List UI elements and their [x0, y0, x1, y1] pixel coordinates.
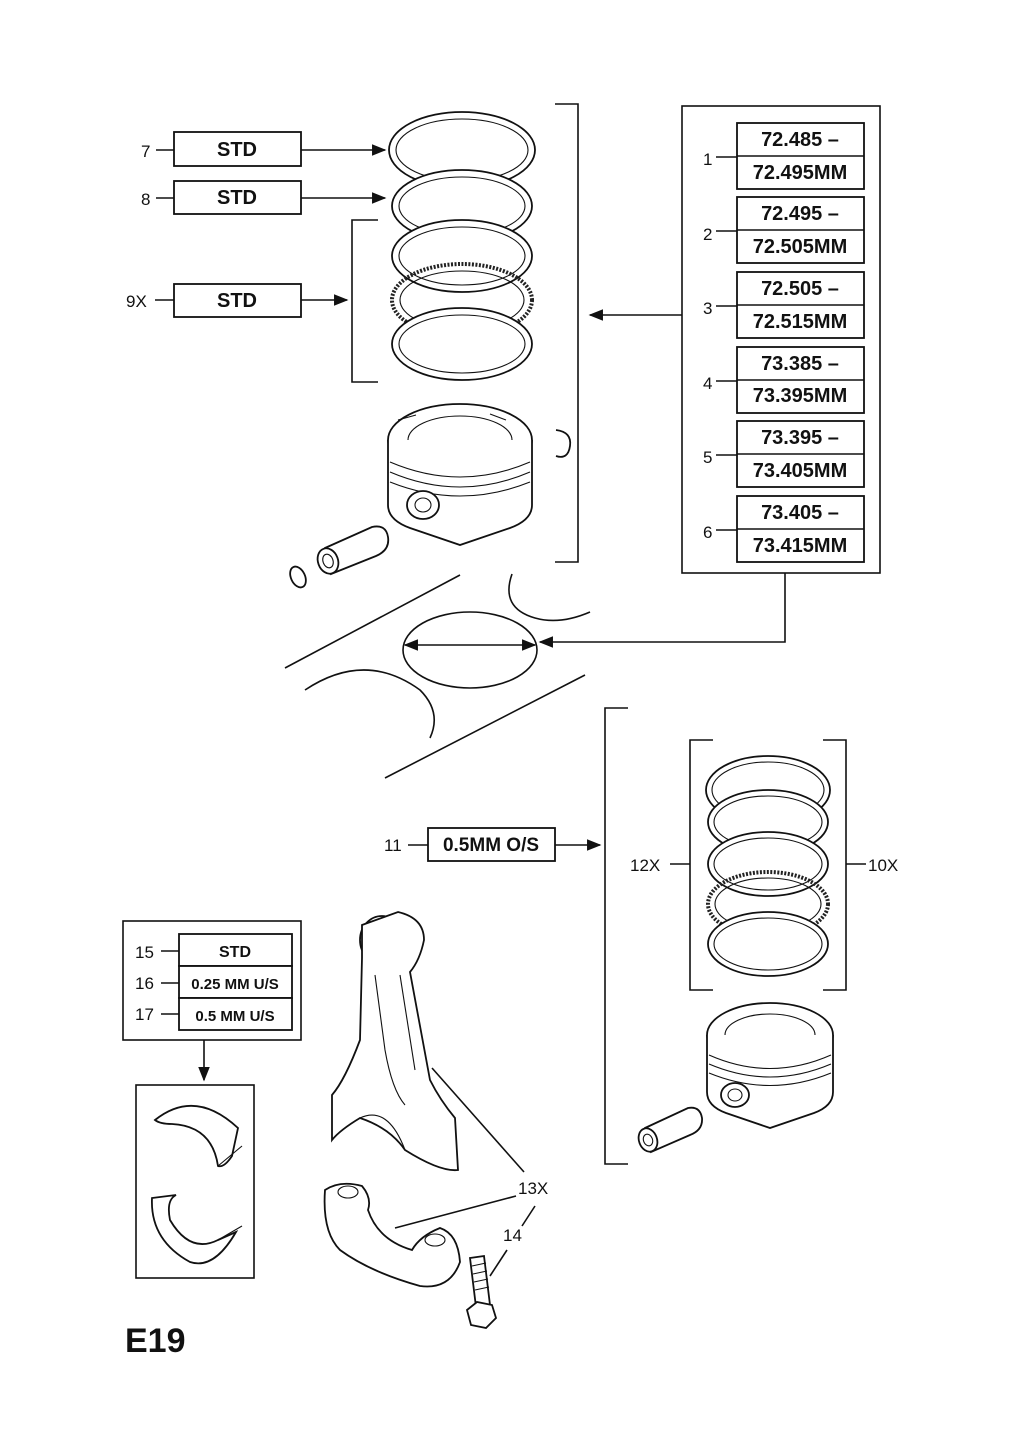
ring-set-bracket [351, 219, 378, 383]
callout-14: 14 [503, 1226, 522, 1245]
piston-rings-oversize [705, 755, 831, 977]
callout-8: 8 [141, 190, 150, 209]
ring-label-7: STD [217, 139, 257, 161]
bearing-label-17: 0.5 MM U/S [195, 1008, 274, 1025]
bore-size-6: 6 73.405 – 73.415MM [703, 495, 865, 563]
piston-top [387, 403, 533, 546]
bearing-label-15: STD [219, 944, 251, 961]
bore-to-6: 73.415MM [753, 535, 848, 557]
bore-to-2: 72.505MM [753, 236, 848, 258]
ring-label-9: STD [217, 290, 257, 312]
bore-to-5: 73.405MM [753, 460, 848, 482]
callout-10: 10X [868, 856, 898, 875]
oversize-assembly-bracket [604, 707, 628, 1165]
ring-label-8: STD [217, 187, 257, 209]
callout-11: 11 [384, 836, 402, 855]
callout-2: 2 [703, 225, 712, 244]
bore-size-5: 5 73.395 – 73.405MM [703, 420, 865, 488]
callout-3: 3 [703, 299, 712, 318]
bore-from-6: 73.405 – [761, 502, 839, 524]
bearing-size-17: 17 0.5 MM U/S [135, 997, 293, 1031]
bore-from-2: 72.495 – [761, 203, 839, 225]
bearing-label-16: 0.25 MM U/S [191, 976, 279, 993]
piston-assembly-bracket [555, 103, 579, 563]
callout-17: 17 [135, 1005, 154, 1024]
cylinder-block-deck [284, 573, 591, 779]
callout-5: 5 [703, 448, 712, 467]
callout-12: 12X [630, 856, 660, 875]
callout-15: 15 [135, 943, 154, 962]
callout-16: 16 [135, 974, 154, 993]
bore-from-4: 73.385 – [761, 353, 839, 375]
bearing-shell-upper [153, 1104, 243, 1168]
piston-oversize [706, 1002, 834, 1129]
bore-to-1: 72.495MM [753, 162, 848, 184]
bore-size-1: 1 72.485 – 72.495MM [703, 122, 865, 190]
connecting-rod-cap [323, 1182, 461, 1288]
callout-6: 6 [703, 523, 712, 542]
bore-from-5: 73.395 – [761, 427, 839, 449]
diagram-code: E19 [125, 1322, 186, 1360]
bore-to-3: 72.515MM [753, 311, 848, 333]
ring-callout-9: 9X STD [126, 283, 349, 318]
gudgeon-pin-oversize [637, 1106, 703, 1154]
bore-size-panel [681, 105, 881, 574]
connecting-rod [331, 911, 459, 1172]
bearing-size-panel [122, 920, 302, 1041]
ring-set-10-bracket [823, 739, 847, 991]
piston-rings-top [388, 111, 536, 381]
circlip-right [555, 429, 572, 458]
ring-set-12-bracket [689, 739, 713, 991]
bore-from-1: 72.485 – [761, 129, 839, 151]
callout-13: 13X [518, 1179, 548, 1198]
bore-size-2: 2 72.495 – 72.505MM [703, 196, 865, 264]
gudgeon-pin-top [316, 525, 390, 576]
bore-size-3: 3 72.505 – 72.515MM [703, 271, 865, 339]
oversize-callout-11: 11 0.5MM O/S [384, 827, 602, 862]
oversize-label-11: 0.5MM O/S [443, 835, 539, 856]
bore-from-3: 72.505 – [761, 278, 839, 300]
bearing-shell-lower [151, 1194, 243, 1265]
callout-1: 1 [703, 150, 712, 169]
callout-9: 9X [126, 292, 147, 311]
bearing-size-16: 16 0.25 MM U/S [135, 965, 293, 999]
bore-to-4: 73.395MM [753, 385, 848, 407]
ring-callout-7: 7 STD [141, 131, 387, 167]
bearing-size-15: 15 STD [135, 933, 293, 967]
ring-callout-8: 8 STD [141, 180, 387, 215]
rod-bolt [465, 1254, 498, 1329]
callout-4: 4 [703, 374, 712, 393]
callout-7: 7 [141, 142, 150, 161]
bore-size-4: 4 73.385 – 73.395MM [703, 346, 865, 414]
bearing-shells-panel [135, 1084, 255, 1279]
circlip-left [289, 565, 307, 589]
